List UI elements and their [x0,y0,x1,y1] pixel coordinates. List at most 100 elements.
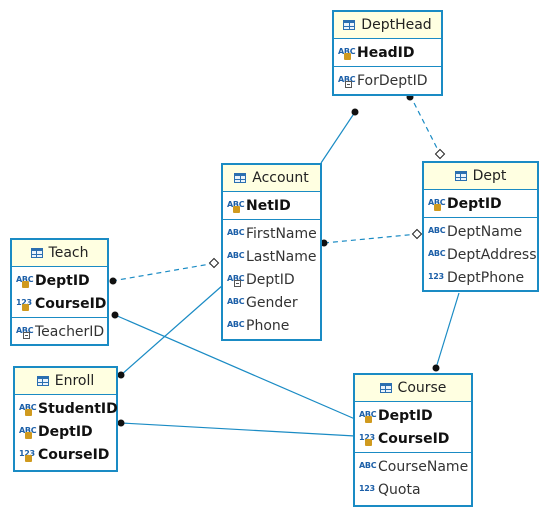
course-title: Course [397,380,447,396]
type-label: 123 [19,448,35,458]
number-column-icon: 123 [359,482,375,498]
table-icon [379,383,392,393]
type-label: ABC [227,250,245,260]
column-name: DeptID [447,195,502,212]
relationship-account-depthead[interactable] [320,111,356,164]
account-title: Account [252,170,309,186]
type-label: ABC [428,197,446,207]
type-label: ABC [227,227,245,237]
primary-key-icon: 123 [19,447,35,463]
depthead-header[interactable]: DeptHead [334,12,441,39]
type-label: ABC [428,248,446,258]
relationship-end-diamond [434,148,446,160]
text-column-icon: ABC [227,295,245,311]
dept-header[interactable]: Dept [424,163,537,190]
type-label: ABC [227,273,245,283]
column-name: DeptID [246,271,295,288]
table-icon [454,171,467,181]
type-label: ABC [19,402,37,412]
text-column-icon: ABC [428,224,446,240]
account-header[interactable]: Account [223,165,320,192]
column-name: CourseID [38,446,110,463]
enroll-header[interactable]: Enroll [15,368,116,395]
primary-key-icon: ABC [359,408,377,424]
text-column-icon: ABC [359,459,377,475]
relationship-end-dot [109,277,117,285]
foreign-key-icon: ABC [338,73,356,89]
column-name: DeptID [378,407,433,424]
relationship-dept-course[interactable] [435,292,460,369]
relationship-teach-course[interactable] [114,314,356,420]
column-name: DeptID [35,272,90,289]
table-icon [343,20,356,30]
relationship-end-diamond [411,228,423,240]
primary-key-icon: 123 [16,296,32,312]
relationship-end-diamond [208,257,220,269]
type-label: ABC [16,274,34,284]
enroll-title: Enroll [54,373,95,389]
number-column-icon: 123 [428,270,444,286]
relationship-teach-account[interactable] [111,262,217,282]
teach-header[interactable]: Teach [12,240,107,267]
table-icon [30,248,43,258]
text-column-icon: ABC [227,249,245,265]
relationship-depthead-dept[interactable] [409,94,443,159]
type-label: ABC [227,319,245,329]
column-name: DeptName [447,223,523,240]
column-name: Quota [378,481,421,498]
type-label: ABC [16,325,34,335]
column-name: DeptAddress [447,246,537,263]
relationship-end-dot [117,371,125,379]
type-label: ABC [338,46,356,56]
type-label: 123 [359,432,375,442]
relationship-account-dept[interactable] [323,233,419,244]
type-label: ABC [359,409,377,419]
type-label: ABC [338,74,356,84]
column-name: DeptID [38,423,93,440]
foreign-key-icon: ABC [16,324,34,340]
relationship-enroll-course[interactable] [120,422,356,437]
course-header[interactable]: Course [355,375,471,402]
foreign-key-icon: ABC [227,272,245,288]
relationship-enroll-account[interactable] [120,284,224,376]
column-name: CourseName [378,458,469,475]
table-icon [234,173,247,183]
column-name: TeacherID [35,323,105,340]
column-name: ForDeptID [357,72,428,89]
